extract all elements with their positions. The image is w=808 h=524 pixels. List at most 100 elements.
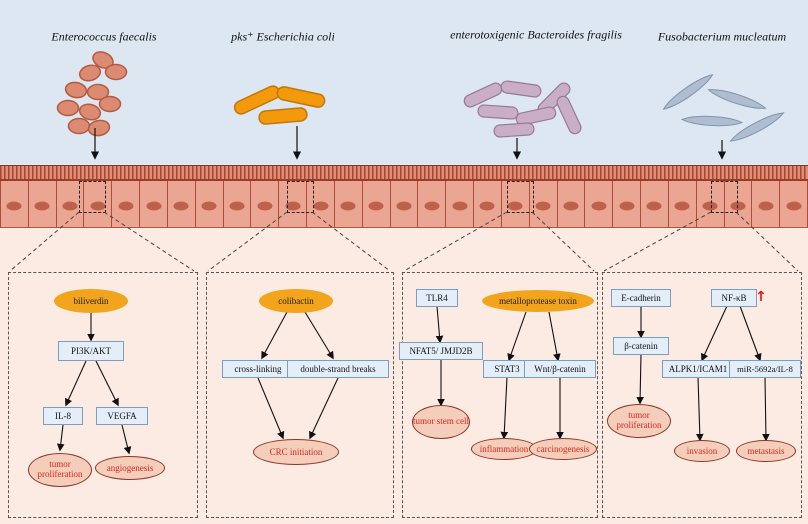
tumor-proliferation-node-2: tumor proliferation <box>607 404 671 438</box>
beta-catenin-node: β-catenin <box>613 337 669 355</box>
cell-nucleus <box>118 201 134 211</box>
panel-enterococcus-pathway <box>8 272 198 518</box>
double-strand-breaks-node: double-strand breaks <box>287 360 389 378</box>
epithelial-cell <box>140 181 168 227</box>
inflammation-node: inflammation <box>471 438 537 460</box>
epithelium-zoom-region-4 <box>711 181 738 213</box>
cell-nucleus <box>368 201 384 211</box>
carcinogenesis-node: carcinogenesis <box>529 438 597 460</box>
pi3k-akt-node: PI3K/AKT <box>58 341 124 361</box>
epithelial-cell <box>752 181 781 227</box>
bacteria-label-pks-escherichia-coli: pks⁺ Escherichia coli <box>231 29 335 44</box>
mir-5692a-il8-node: miR-5692a/IL-8 <box>729 360 801 378</box>
cell-nucleus <box>758 201 774 211</box>
cell-nucleus <box>313 201 329 211</box>
epithelial-cell <box>390 181 419 227</box>
epithelial-cell <box>585 181 614 227</box>
cell-nucleus <box>62 201 78 211</box>
epithelial-cell <box>696 181 725 227</box>
epithelial-cell <box>223 181 252 227</box>
tumor-stem-cell-node: tumor stem cell <box>412 405 470 439</box>
tlr4-node: TLR4 <box>416 289 458 307</box>
panel-ecoli-pathway <box>206 272 394 518</box>
epithelial-cell <box>28 181 57 227</box>
epithelial-cell <box>446 181 475 227</box>
epithelial-cell <box>613 181 642 227</box>
epithelial-cell <box>279 181 308 227</box>
cell-nucleus <box>591 201 607 211</box>
epithelium-zoom-region-2 <box>287 181 314 213</box>
pathway-arrows <box>56 305 770 455</box>
epithelial-cell <box>195 181 224 227</box>
biliverdin-node: biliverdin <box>54 289 128 313</box>
invasion-node: invasion <box>674 440 730 462</box>
angiogenesis-node: angiogenesis <box>95 456 165 480</box>
cell-nucleus <box>173 201 189 211</box>
nf-kb-node: NF-κB <box>711 289 757 307</box>
cell-nucleus <box>285 201 301 211</box>
intestinal-epithelium <box>0 165 808 228</box>
epithelial-cell <box>418 181 447 227</box>
cell-nucleus <box>479 201 495 211</box>
epithelial-cell <box>334 181 363 227</box>
cell-nucleus <box>34 201 50 211</box>
epithelium-zoom-region-1 <box>79 181 106 213</box>
colibactin-node: colibactin <box>259 289 333 313</box>
epithelium-zoom-region-3 <box>507 181 534 213</box>
il8-node: IL-8 <box>43 407 83 425</box>
enterococcus-faecalis-illustration <box>56 51 128 137</box>
bacteroides-fragilis-illustration <box>463 80 582 138</box>
epithelial-cell <box>167 181 196 227</box>
cell-nucleus <box>702 201 718 211</box>
cell-nucleus <box>90 201 106 211</box>
cell-nucleus <box>424 201 440 211</box>
fusobacterium-illustration <box>662 74 785 142</box>
cell-nucleus <box>646 201 662 211</box>
cell-nucleus <box>507 201 523 211</box>
brush-border <box>0 165 808 181</box>
tumor-proliferation-node-1: tumor proliferation <box>28 453 92 487</box>
epithelial-cell <box>307 181 335 227</box>
epithelial-cell <box>251 181 280 227</box>
cell-nucleus <box>674 201 690 211</box>
epithelial-cell <box>557 181 586 227</box>
zoom-connector-lines <box>9 211 799 272</box>
metastasis-node: metastasis <box>736 440 796 462</box>
epithelial-cell <box>529 181 558 227</box>
cell-nucleus <box>452 201 468 211</box>
nfat5-jmjd2b-node: NFAT5/ JMJD2B <box>399 342 483 360</box>
e-cadherin-node: E-cadherin <box>611 289 671 307</box>
wnt-beta-catenin-node: Wnt/β-catenin <box>524 360 596 378</box>
cross-linking-node: cross-linking <box>222 360 294 378</box>
crc-initiation-node: CRC initiation <box>253 439 339 465</box>
epithelial-cell <box>474 181 502 227</box>
cell-nucleus <box>786 201 802 211</box>
panel-fusobacterium-pathway <box>602 272 802 518</box>
epithelial-cell <box>84 181 113 227</box>
cell-nucleus <box>563 201 579 211</box>
bacteria-label-enterotoxigenic-bacteroides-fragilis: enterotoxigenic Bacteroides fragilis <box>450 27 622 42</box>
bacteria-label-fusobacterium: Fusobacterium mucleatum <box>657 29 787 44</box>
cell-nucleus <box>535 201 551 211</box>
attachment-arrows <box>90 126 727 160</box>
cell-nucleus <box>146 201 162 211</box>
cell-nucleus <box>340 201 356 211</box>
epithelial-cell <box>112 181 141 227</box>
cell-nucleus <box>229 201 245 211</box>
cell-nucleus <box>257 201 273 211</box>
epithelial-cell <box>362 181 391 227</box>
epithelial-cell <box>0 181 29 227</box>
metalloprotease-toxin-node: metalloprotease toxin <box>482 290 594 312</box>
escherichia-coli-illustration <box>233 85 326 125</box>
vegfa-node: VEGFA <box>96 407 148 425</box>
cell-nucleus <box>6 201 22 211</box>
bacteria-label-enterococcus-faecalis: Enterococcus faecalis <box>51 29 157 44</box>
cell-nucleus <box>396 201 412 211</box>
cell-nucleus <box>619 201 635 211</box>
epithelial-cell <box>668 181 697 227</box>
epithelium-cells <box>0 181 808 227</box>
epithelial-cell <box>501 181 530 227</box>
epithelial-cell <box>641 181 669 227</box>
